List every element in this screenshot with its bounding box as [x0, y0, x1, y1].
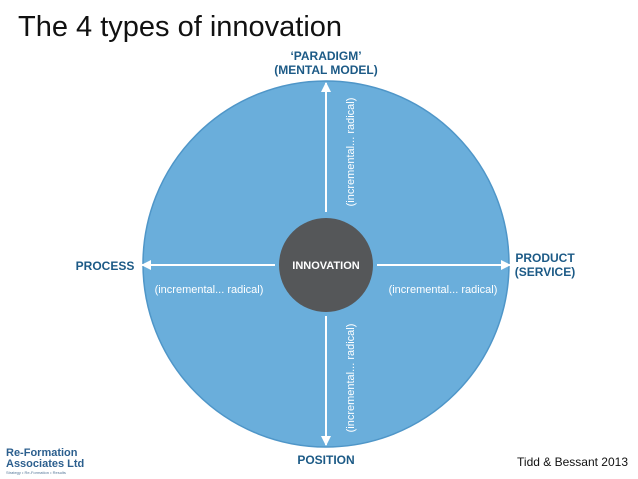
axis-label-bottom: POSITION	[276, 453, 376, 467]
axis-label-top-line2: (MENTAL MODEL)	[274, 63, 378, 77]
scale-label-bottom: (incremental... radical)	[345, 324, 357, 433]
slide-title: The 4 types of innovation	[18, 11, 343, 43]
axis-label-bottom-line1: POSITION	[297, 453, 355, 467]
center-circle	[279, 218, 373, 312]
scale-label-left: (incremental... radical)	[155, 284, 264, 296]
company-logo: Re-Formation Associates Ltd Strategy • R…	[6, 447, 85, 476]
scale-label-right: (incremental... radical)	[389, 284, 498, 296]
logo-line2: Associates Ltd	[6, 458, 85, 470]
logo-tagline: Strategy • Re-Formation • Results	[6, 470, 66, 475]
source-credit: Tidd & Bessant 2013	[517, 455, 628, 469]
axis-label-right-line2: (SERVICE)	[514, 265, 576, 279]
axis-label-left-line1: PROCESS	[75, 259, 135, 273]
logo-line1: Re-Formation	[6, 447, 78, 459]
axis-label-left: PROCESS	[70, 259, 140, 273]
axis-label-top-line1: ‘PARADIGM’	[290, 49, 362, 63]
axis-label-right-line1: PRODUCT	[515, 251, 575, 265]
axis-label-top: ‘PARADIGM’ (MENTAL MODEL)	[246, 49, 406, 77]
axis-label-right: PRODUCT (SERVICE)	[510, 251, 580, 279]
scale-label-top: (incremental... radical)	[345, 98, 357, 207]
center-label: INNOVATION	[292, 260, 359, 272]
